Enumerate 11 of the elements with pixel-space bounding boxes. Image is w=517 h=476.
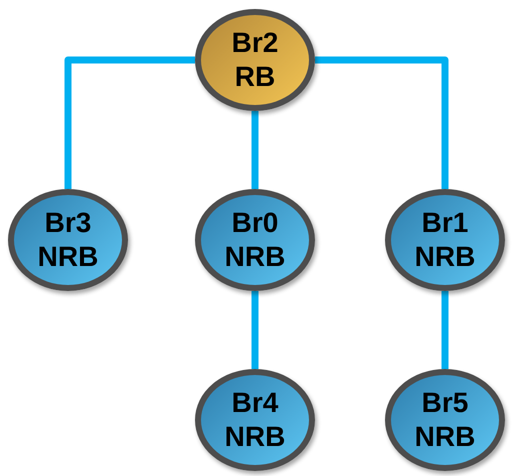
connector-line	[315, 56, 448, 189]
node-label: Br0 NRB	[224, 206, 286, 274]
connector-line	[252, 111, 258, 189]
node-label: Br2 RB	[230, 26, 280, 94]
connector-line	[252, 291, 258, 369]
node-label: Br4 NRB	[224, 386, 286, 454]
node-label: Br1 NRB	[414, 206, 476, 274]
node-label: Br3 NRB	[36, 206, 100, 274]
connector-line	[442, 291, 448, 369]
node-label: Br5 NRB	[414, 386, 476, 454]
connector-line	[64, 56, 195, 189]
